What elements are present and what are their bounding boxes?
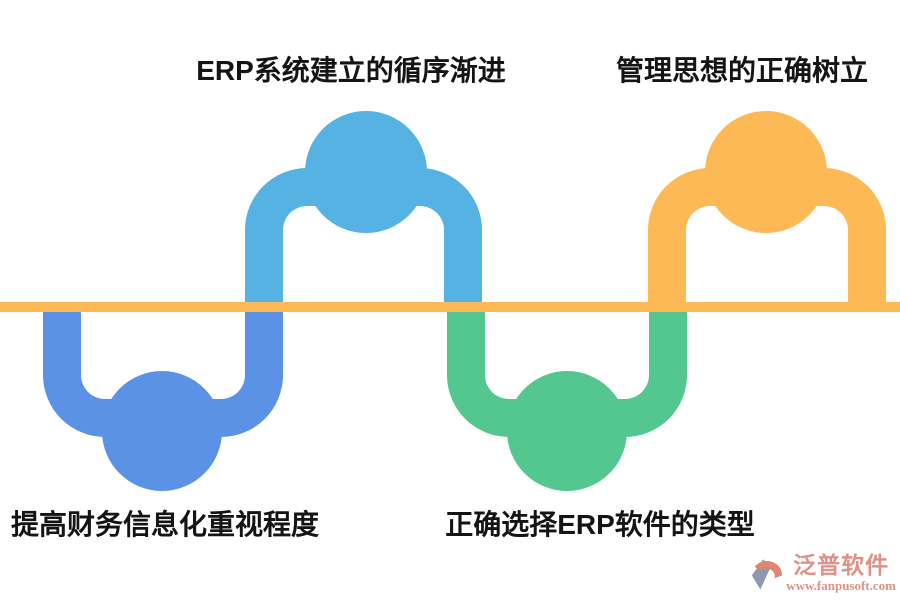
fanpu-logo-icon	[752, 559, 783, 590]
brand-name: 泛普软件	[793, 552, 890, 579]
node-step-2	[305, 111, 427, 233]
node-step-4	[705, 111, 827, 233]
timeline-baseline	[0, 302, 900, 312]
node-step-1	[102, 371, 222, 491]
step-4-label: 管理思想的正确树立	[615, 55, 869, 86]
step-1-label: 提高财务信息化重视程度	[10, 509, 320, 540]
fanpu-watermark: 泛普软件 www.fanpusoft.com	[749, 553, 896, 593]
step-2-label: ERP系统建立的循序渐进	[196, 55, 506, 86]
step-3-label: 正确选择ERP软件的类型	[445, 509, 755, 540]
brand-url: www.fanpusoft.com	[786, 577, 896, 593]
watermark-text: 泛普软件 www.fanpusoft.com	[786, 553, 896, 593]
node-step-3	[507, 371, 627, 491]
